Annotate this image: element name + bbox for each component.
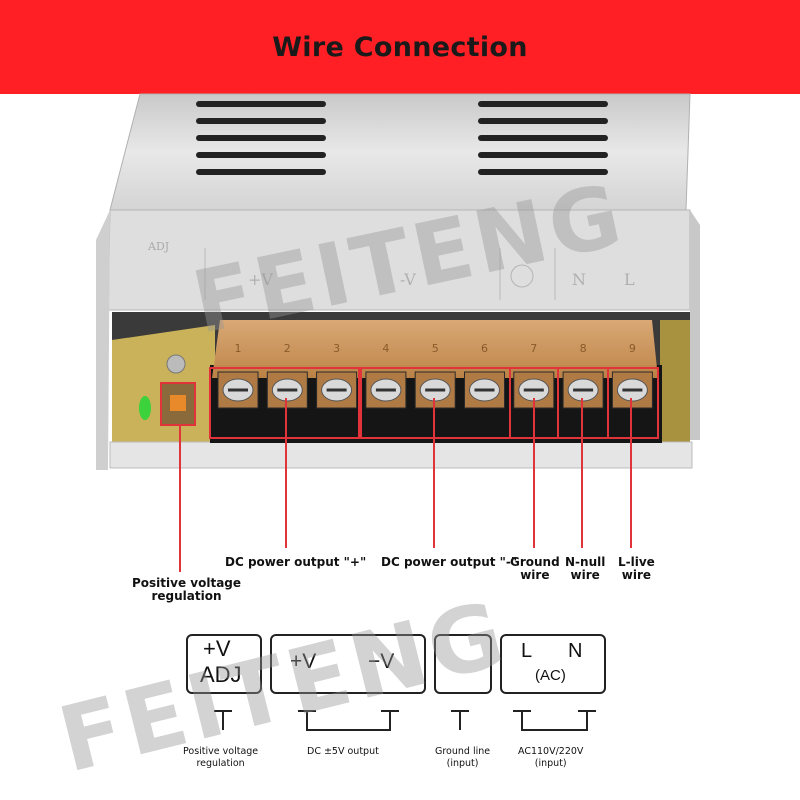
terminal-3: 3 [316,342,358,409]
callout-dc-minus: DC power output "-" [381,555,518,569]
terminal-number-9: 9 [629,342,636,355]
vent-slots-right [478,101,608,175]
terminal-6: 6 [464,342,505,409]
callout-n-null-line2: wire [570,568,600,582]
ac-box-sub: (AC) [535,667,566,684]
caption-ac-line1: AC110V/220V [518,746,584,757]
callout-n-null: N-null wire [565,556,605,582]
vent-slots-left [196,101,326,175]
banner-title: Wire Connection [272,31,528,63]
ac-symbol-box [500,634,606,694]
screw [166,354,186,374]
callout-positive-voltage-line1: Positive voltage [132,576,242,590]
terminal-2: 2 [266,342,308,409]
callout-ground: Ground wire [510,556,560,582]
case-label-l: L [624,270,635,289]
case-label-n: N [572,270,586,289]
case-label-adj: ADJ [147,240,169,253]
caption-ac: AC110V/220V (input) [518,746,583,770]
terminal-block: 1 2 3 4 5 6 7 8 9 [210,320,662,443]
callout-ground-line1: Ground [510,555,560,569]
callout-l-live-line1: L-live [618,555,655,569]
callout-l-live-line2: wire [621,568,652,582]
callout-l-live: L-live wire [618,556,655,582]
terminal-9: 9 [611,342,653,409]
callout-positive-voltage-line2: regulation [151,589,222,603]
callout-positive-voltage: Positive voltage regulation [132,577,241,603]
terminal-5: 5 [414,342,456,409]
symbol-connectors [214,710,596,731]
ground-symbol-box [434,634,492,694]
ac-box-l: L [521,640,533,662]
terminal-number-2: 2 [284,342,291,355]
leader-lines [179,398,632,572]
dc-box-minus-v: −V [368,650,395,673]
terminal-4: 4 [365,342,407,409]
led-indicator [139,396,151,420]
terminal-number-7: 7 [530,342,537,355]
case-bottom-lip [109,441,693,469]
title-banner: Wire Connection [0,0,800,94]
adj-box-plus-v: +V [203,636,231,661]
caption-ground-line1: Ground line [435,746,491,757]
ac-box-n: N [568,640,583,662]
caption-ground: Ground line (input) [435,746,490,770]
terminal-1: 1 [217,342,259,409]
case-label-minus-v: -V [400,270,416,289]
callout-ground-line2: wire [520,568,550,582]
caption-ac-line2: (input) [534,758,567,769]
callout-dc-plus: DC power output "+" [225,555,367,569]
terminal-number-1: 1 [235,342,242,355]
dc-symbol-box [270,634,426,694]
caption-adj: Positive voltage regulation [183,746,258,770]
terminal-8: 8 [562,342,604,409]
terminal-number-5: 5 [432,342,439,355]
adj-symbol-box [186,634,262,694]
l-highlight [607,367,659,439]
terminal-cover [212,320,658,378]
terminal-number-3: 3 [333,342,340,355]
case-top [109,93,691,211]
case-label-plus-v: +V [248,270,273,289]
case-ground-icon [510,264,534,288]
case-front: ADJ +V -V N L [96,209,700,470]
potentiometer-knob [170,395,186,411]
caption-ground-line2: (input) [446,758,479,769]
terminal-number-4: 4 [382,342,389,355]
terminal-number-6: 6 [481,342,488,355]
callout-n-null-line1: N-null [565,555,606,569]
caption-adj-line2: regulation [196,758,245,769]
caption-adj-line1: Positive voltage [183,746,259,757]
caption-dc: DC ±5V output [307,746,379,757]
adj-box-adj: ADJ [200,662,242,687]
terminal-number-8: 8 [580,342,587,355]
dc-box-plus-v: +V [290,650,317,673]
